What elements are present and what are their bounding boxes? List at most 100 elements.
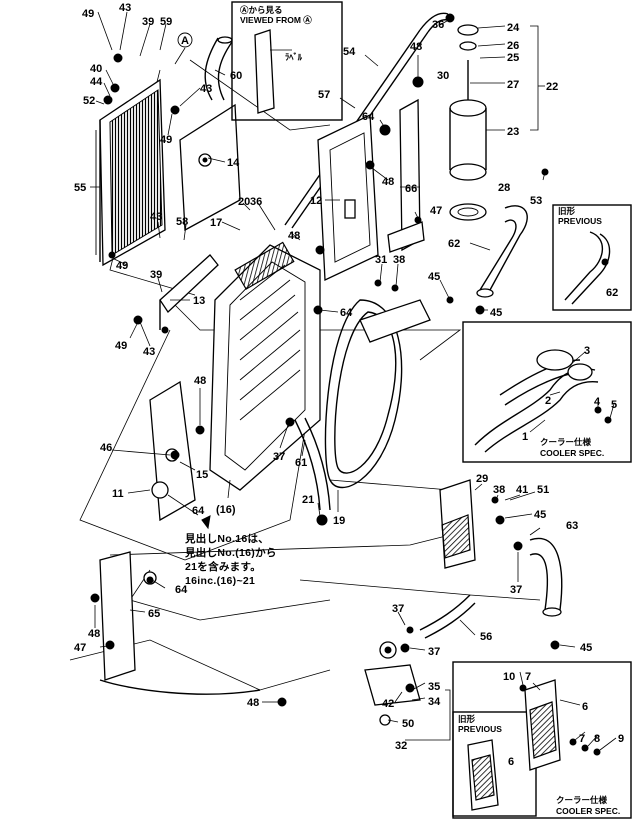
- callout-47-low: 47: [74, 642, 86, 654]
- callout-29: 29: [476, 473, 488, 485]
- inset-cooler-spec-bottom: クーラー仕様 COOLER SPEC.: [452, 661, 632, 819]
- inset-previous-bottom: 旧形 PREVIOUS 6: [452, 711, 537, 817]
- callout-45-low: 45: [534, 509, 546, 521]
- callout-35: 35: [428, 681, 440, 693]
- callout-38-low: 38: [493, 484, 505, 496]
- callout-48-mid: 48: [382, 176, 394, 188]
- previous-bottom-en: PREVIOUS: [458, 724, 502, 734]
- callout-5: 5: [611, 399, 617, 411]
- callout-12: 12: [310, 195, 322, 207]
- callout-2: 2: [545, 395, 551, 407]
- callout-51: 51: [537, 484, 549, 496]
- callout-58: 58: [176, 216, 188, 228]
- callout-25: 25: [507, 52, 519, 64]
- cooler-spec-bottom-jp: クーラー仕様: [556, 795, 608, 805]
- callout-52: 52: [83, 95, 95, 107]
- callout-4: 4: [594, 396, 601, 408]
- callout-47-top: 47: [430, 205, 442, 217]
- drain-valve-32: [364, 641, 421, 726]
- previous-bottom-jp: 旧形: [458, 714, 476, 724]
- viewed-from-a-en: VIEWED FROM Ⓐ: [240, 15, 312, 25]
- callout-64-top: 64: [362, 111, 375, 123]
- upper-bracket-14: [179, 103, 241, 232]
- callout-10: 10: [503, 671, 515, 683]
- callout-64-mid: 64: [340, 307, 353, 319]
- callout-27: 27: [507, 79, 519, 91]
- previous-top-jp: 旧形: [558, 206, 576, 216]
- bracket-65: [99, 551, 261, 695]
- callout-11: 11: [112, 488, 124, 500]
- callout-48-bottom: 48: [247, 697, 259, 709]
- callout-15: 15: [196, 469, 208, 481]
- fan-guard-19: [324, 299, 431, 489]
- callout-55: 55: [74, 182, 86, 194]
- callout-28: 28: [498, 182, 510, 194]
- cooler-spec-mid-en: COOLER SPEC.: [540, 448, 604, 458]
- callout-34: 34: [428, 696, 441, 708]
- callout-43-low: 43: [150, 211, 162, 223]
- callout-31: 31: [375, 254, 387, 266]
- callout-44: 44: [90, 76, 103, 88]
- hose-62: [476, 205, 528, 298]
- hose-61: [294, 417, 331, 511]
- callout-19: 19: [333, 515, 345, 527]
- callout-50: 50: [402, 718, 414, 730]
- callout-53: 53: [530, 195, 542, 207]
- callout-56: 56: [480, 631, 492, 643]
- callout-43-top: 43: [119, 2, 131, 14]
- callout-60: 60: [230, 70, 242, 82]
- callout-9: 9: [618, 733, 624, 745]
- pipe-56: [419, 594, 476, 639]
- callout-57: 57: [318, 89, 330, 101]
- callout-46: 46: [100, 442, 112, 454]
- callout-59: 59: [160, 16, 172, 28]
- callout-61: 61: [295, 457, 307, 469]
- inset-viewed-from-a: Ⓐから見る VIEWED FROM Ⓐ ﾗﾍﾞﾙ: [231, 1, 343, 121]
- radiator-assembly-16: [209, 241, 321, 491]
- cooler-spec-mid-jp: クーラー仕様: [540, 437, 592, 447]
- reserve-tank-23: [449, 24, 487, 181]
- hose-60: [204, 36, 233, 101]
- callout-49-bottom: 49: [115, 340, 127, 352]
- callout-24: 24: [507, 22, 520, 34]
- callout-48-left: 48: [194, 375, 206, 387]
- callout-62: 62: [448, 238, 460, 250]
- callout-37-drain: 37: [428, 646, 440, 658]
- callout-41: 41: [516, 484, 528, 496]
- callout-7: 7: [579, 733, 585, 745]
- callout-37-right: 37: [510, 584, 522, 596]
- callout-36-top: 36: [432, 19, 444, 31]
- callout-26: 26: [507, 40, 519, 52]
- callout-39-top: 39: [142, 16, 154, 28]
- callout-49-top: 49: [82, 8, 94, 20]
- callout-45-mid: 45: [490, 307, 502, 319]
- callout-30: 30: [437, 70, 449, 82]
- callout-65: 65: [148, 608, 160, 620]
- callout-45-bottom: 45: [580, 642, 592, 654]
- callout-16-paren: (16): [216, 504, 236, 516]
- radiator-core-55: [95, 78, 166, 267]
- callout-13: 13: [193, 295, 205, 307]
- callout-40: 40: [90, 63, 102, 75]
- callout-43-mid: 43: [200, 83, 212, 95]
- callout-17: 17: [210, 217, 222, 229]
- note-line-3: 21を含みます。: [185, 560, 261, 573]
- viewed-from-a-jp: Ⓐから見る: [240, 5, 283, 15]
- callout-21: 21: [302, 494, 314, 506]
- cooler-spec-bottom-en: COOLER SPEC.: [556, 806, 620, 816]
- callout-49-low: 49: [116, 260, 128, 272]
- callout-8: 8: [594, 733, 600, 745]
- callout-a: A: [181, 35, 189, 47]
- callout-45-top: 45: [428, 271, 440, 283]
- callout-labels: 24 26 25 27 22 23 53 28 36 48 30 54 57 6…: [74, 2, 624, 752]
- callout-22: 22: [546, 81, 558, 93]
- callout-63: 63: [566, 520, 578, 532]
- viewed-from-a-part-label: ﾗﾍﾞﾙ: [285, 52, 303, 62]
- note-line-1: 見出しNo.16は、: [184, 532, 269, 545]
- callout-1: 1: [522, 431, 528, 443]
- note-line-2: 見出しNo.(16)から: [184, 546, 277, 559]
- shroud-12: [317, 113, 379, 282]
- inset-cooler-spec-mid: クーラー仕様 COOLER SPEC.: [462, 321, 632, 463]
- callout-37-mid: 37: [273, 451, 285, 463]
- bracket-13: [159, 254, 219, 330]
